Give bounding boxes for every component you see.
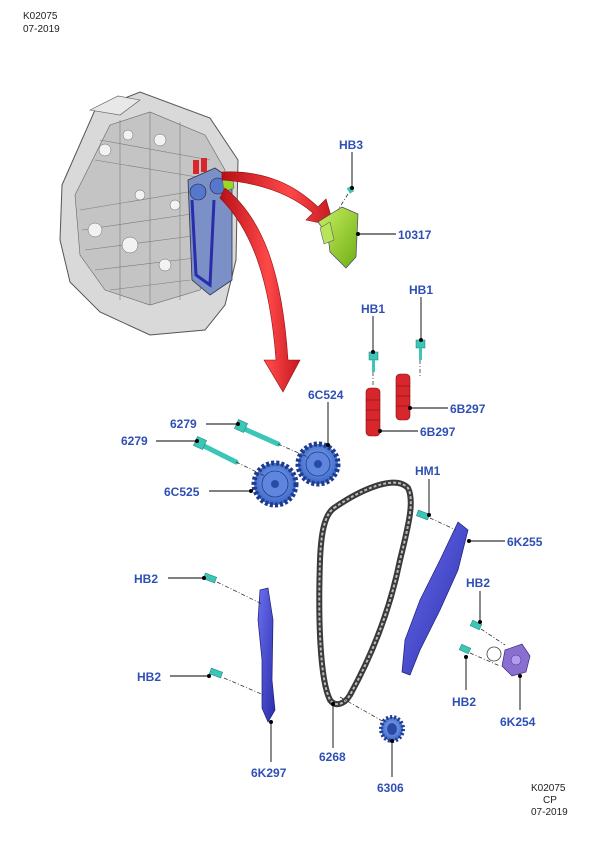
callout-hb2-upper-right: HB2	[466, 576, 490, 590]
leader-lines	[156, 152, 522, 777]
callout-6268: 6268	[319, 750, 346, 764]
callout-hm1: HM1	[415, 464, 441, 478]
highlight-arrows	[219, 171, 335, 393]
arrow-to-sprockets	[219, 187, 301, 393]
callout-6k254: 6K254	[500, 715, 536, 729]
callout-hb3: HB3	[339, 138, 363, 152]
crank-sprocket-6306	[339, 696, 405, 743]
footer-date: 07-2019	[531, 807, 568, 818]
callout-6279-upper: 6279	[170, 417, 197, 431]
callout-6c525: 6C525	[164, 485, 200, 499]
bolt-hb3	[337, 185, 355, 211]
callout-6c524: 6C524	[308, 388, 344, 402]
footer-tag: CP	[543, 795, 557, 806]
bolt-hb1-right	[415, 339, 426, 376]
guide-6k297	[257, 587, 276, 723]
bolt-hb2-lower-left	[209, 667, 267, 697]
bolt-hb2-upper-right	[469, 619, 506, 646]
header-date: 07-2019	[23, 24, 60, 35]
callout-labels: HB3 10317 HB1 HB1 6B297 6B297 6C524 6279…	[121, 138, 543, 795]
bolt-hm1	[416, 509, 457, 531]
bolt-hb1-left	[368, 351, 379, 386]
tensioner-6b297-left	[365, 387, 381, 437]
bolt-hb2-lower-right	[458, 643, 501, 667]
callout-6b297-upper: 6B297	[450, 402, 486, 416]
callout-hb2-lower-left: HB2	[137, 670, 161, 684]
tensioner-6b297-right	[395, 373, 411, 421]
callout-6279-lower: 6279	[121, 434, 148, 448]
engine-assembly	[59, 91, 239, 336]
tensioner-6k254	[486, 643, 531, 677]
callout-6k255: 6K255	[507, 535, 543, 549]
callout-6k297: 6K297	[251, 766, 287, 780]
sprocket-6c524	[295, 441, 341, 487]
callout-hb2-upper-left: HB2	[134, 572, 158, 586]
bolt-hb2-upper-left	[203, 572, 263, 605]
callout-6b297-lower: 6B297	[420, 425, 456, 439]
callout-6306: 6306	[377, 781, 404, 795]
bolt-6279-upper	[234, 419, 311, 459]
timing-chain-6268	[316, 479, 414, 708]
sprocket-6c525	[251, 460, 299, 508]
header-code: K02075	[23, 11, 58, 22]
bolt-6279-lower	[193, 436, 266, 477]
callout-10317: 10317	[398, 228, 432, 242]
footer-code: K02075	[531, 783, 566, 794]
front-cover-10317	[317, 206, 359, 269]
callout-hb1-left: HB1	[361, 302, 385, 316]
callout-hb1-right: HB1	[409, 283, 433, 297]
guide-6k255	[401, 521, 469, 676]
callout-hb2-lower-right: HB2	[452, 695, 476, 709]
